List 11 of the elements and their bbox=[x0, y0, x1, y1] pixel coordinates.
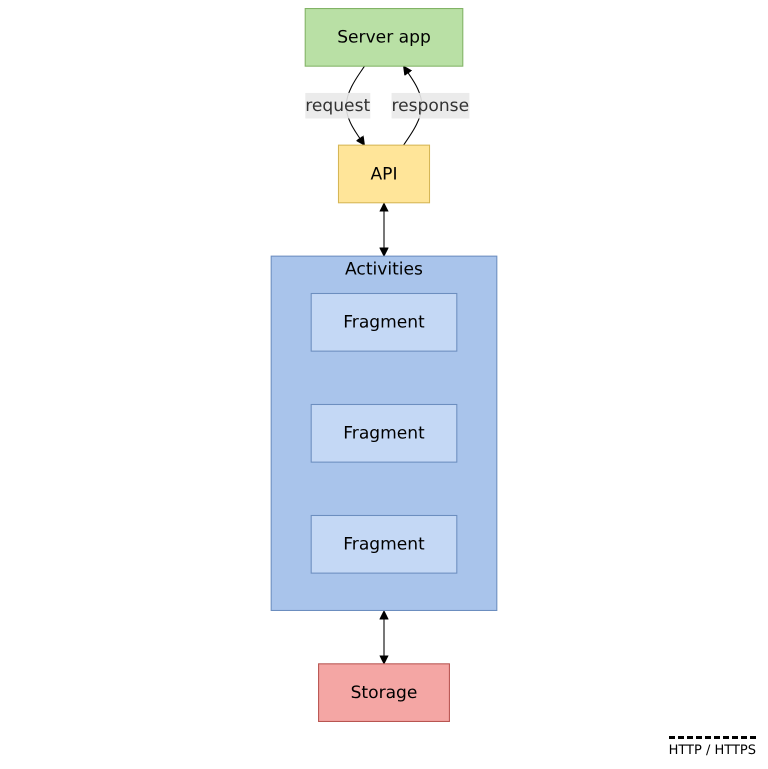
node-box: Fragment bbox=[310, 514, 458, 574]
node-box: Fragment bbox=[310, 292, 458, 352]
edge-label: request bbox=[305, 94, 370, 116]
edge-label: response bbox=[392, 94, 470, 116]
protocol-label: HTTP / HTTPS bbox=[668, 736, 756, 758]
node-box: API bbox=[338, 144, 430, 204]
arrow bbox=[379, 610, 389, 664]
node-box: Server app bbox=[304, 8, 464, 67]
node-box: Fragment bbox=[310, 404, 458, 463]
node-box: Storage bbox=[318, 663, 450, 722]
arrow bbox=[379, 202, 389, 257]
